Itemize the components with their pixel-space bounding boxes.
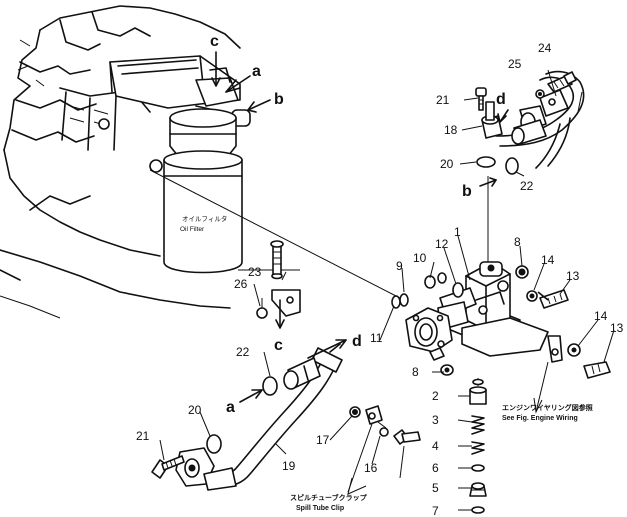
- note-labels: エンジンワイヤリング図参照 See Fig. Engine Wiring スピル…: [290, 403, 593, 512]
- oil-filter-jp-label: オイルフィルタ: [182, 214, 227, 223]
- clip-bracket-23: [256, 240, 301, 329]
- part-2: 2: [432, 389, 439, 403]
- arrows: [211, 51, 549, 495]
- oil-filter: オイルフィルタ Oil Filter: [163, 150, 243, 274]
- spill-tube-clip-jp: スピルチューブクラップ: [290, 493, 368, 502]
- part-7: 7: [432, 504, 439, 517]
- letter-b-right: b: [462, 183, 472, 200]
- part-11: 11: [370, 331, 383, 345]
- o-ring-20-left: [206, 434, 222, 454]
- part-17: 17: [316, 433, 330, 447]
- part-numbers: 1 2 3 4 5 6 7 8 8 9 10 11 12 13 13 14 14…: [136, 41, 624, 517]
- part-13-lower: 13: [610, 321, 624, 335]
- part-24: 24: [538, 41, 552, 55]
- part-14-upper: 14: [541, 253, 555, 267]
- o-ring-20-right: [476, 156, 496, 168]
- part-23: 23: [248, 265, 262, 279]
- engine-block: [0, 5, 241, 319]
- bolt-15: [393, 429, 421, 445]
- engine-wiring-jp: エンジンワイヤリング図参照: [502, 403, 593, 412]
- part-3: 3: [432, 413, 439, 427]
- reference-letters: a a b b c c d d: [210, 33, 506, 416]
- part-25: 25: [508, 57, 522, 71]
- engine-wiring-en: See Fig. Engine Wiring: [502, 415, 578, 422]
- part-26: 26: [234, 277, 248, 291]
- part-18: 18: [444, 123, 458, 137]
- o-ring-22-right: [505, 157, 519, 175]
- bolt-13-upper: [526, 289, 569, 309]
- letter-d-upper: d: [496, 91, 506, 108]
- part-16: 16: [364, 461, 378, 475]
- oil-filter-en-label: Oil Filter: [180, 226, 205, 233]
- o-ring-11: [391, 295, 401, 309]
- relief-valve-stack: [469, 378, 487, 514]
- part-19: 19: [282, 459, 296, 473]
- bolt-small: [429, 347, 445, 361]
- pipe-end-left: [283, 357, 321, 390]
- o-ring-9a: [399, 293, 409, 307]
- letter-a-lower: a: [226, 399, 235, 416]
- part-22-left: 22: [236, 345, 250, 359]
- part-22-right: 22: [520, 179, 534, 193]
- upper-pipe-assembly: [481, 70, 585, 169]
- part-4: 4: [432, 439, 439, 453]
- bolt-13-lower: [567, 343, 611, 379]
- o-ring-22-left: [262, 376, 278, 396]
- spill-tube-clip-en: Spill Tube Clip: [296, 505, 344, 512]
- part-12: 12: [435, 237, 449, 251]
- part-20-right: 20: [440, 157, 454, 171]
- letter-a-upper: a: [252, 63, 261, 80]
- part-8-upper: 8: [514, 235, 521, 249]
- letter-b-upper: b: [274, 91, 284, 108]
- bolt-21-left: [151, 455, 185, 479]
- part-13-upper: 13: [566, 269, 580, 283]
- bolt-8-lower: [440, 364, 454, 376]
- inlet-flange: [405, 307, 453, 353]
- part-14-lower: 14: [594, 309, 608, 323]
- mounting-plate: [461, 317, 549, 357]
- number-leaders: [159, 69, 615, 511]
- bolt-21-upper: [475, 87, 487, 111]
- banjo-fitting-left: [175, 447, 237, 491]
- letter-d-left: d: [352, 333, 362, 350]
- part-8-lower: 8: [412, 365, 419, 379]
- wiring-clip: [547, 335, 563, 363]
- leader-filter: [149, 169, 397, 297]
- part-21-left: 21: [136, 429, 150, 443]
- part-6: 6: [432, 461, 439, 475]
- spill-clip: [349, 405, 389, 437]
- part-20-left: 20: [188, 403, 202, 417]
- letter-c-upper: c: [210, 33, 219, 50]
- part-1: 1: [454, 225, 461, 239]
- plug-8-upper: [515, 265, 529, 279]
- part-9: 9: [396, 259, 403, 273]
- part-5: 5: [432, 481, 439, 495]
- part-21-upper: 21: [436, 93, 450, 107]
- filter-head: [169, 108, 237, 157]
- letter-c-lower: c: [274, 337, 283, 354]
- part-10: 10: [413, 251, 427, 265]
- o-ring-10b: [437, 272, 447, 284]
- o-ring-12: [452, 282, 464, 298]
